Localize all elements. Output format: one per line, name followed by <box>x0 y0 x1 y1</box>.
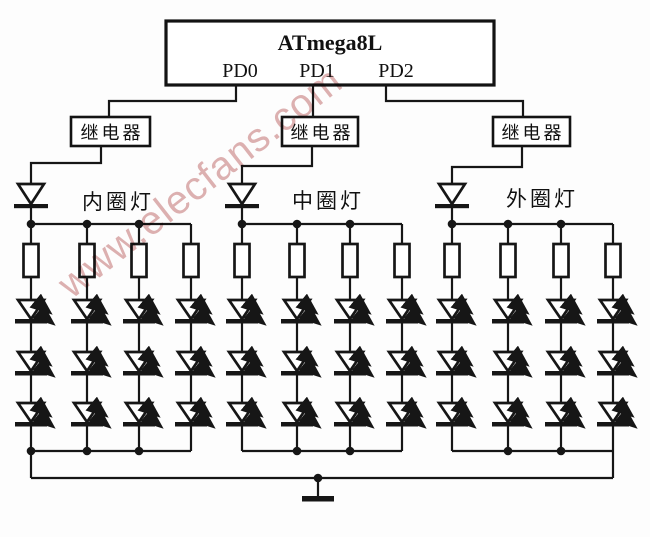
junction-dot <box>237 219 247 229</box>
led-emitting-icon <box>436 352 472 376</box>
diode-down-icon <box>433 182 471 210</box>
resistor-icon <box>499 242 517 279</box>
led-emitting-icon <box>226 300 262 324</box>
junction-dot <box>82 446 92 456</box>
led-emitting-icon <box>15 300 51 324</box>
led-emitting-icon <box>597 300 633 324</box>
diode-down-icon <box>12 182 50 210</box>
led-emitting-icon <box>545 352 581 376</box>
junction-dot <box>556 446 566 456</box>
resistor-icon <box>443 242 461 279</box>
led-emitting-icon <box>436 300 472 324</box>
junction-dot <box>134 219 144 229</box>
resistor-icon <box>288 242 306 279</box>
led-emitting-icon <box>123 352 159 376</box>
resistor-icon <box>341 242 359 279</box>
resistor-icon <box>182 242 200 279</box>
wire-network <box>29 85 615 497</box>
led-emitting-icon <box>281 300 317 324</box>
led-emitting-icon <box>545 300 581 324</box>
junction-dot <box>447 219 457 229</box>
junction-dot <box>345 219 355 229</box>
led-emitting-icon <box>436 403 472 427</box>
relay-label-2: 继电器 <box>291 123 354 143</box>
resistor-icon <box>78 242 96 279</box>
led-emitting-icon <box>71 403 107 427</box>
diode-down-icon <box>223 182 261 210</box>
pin-label-pd0: PD0 <box>222 60 258 82</box>
led-emitting-icon <box>123 300 159 324</box>
relay-box-2 <box>280 115 360 148</box>
led-emitting-icon <box>281 352 317 376</box>
junction-dot <box>292 219 302 229</box>
resistor-icon <box>604 242 622 279</box>
junction-dot <box>556 219 566 229</box>
led-emitting-icon <box>175 403 211 427</box>
junction-dot <box>313 473 323 483</box>
resistor-icon <box>130 242 148 279</box>
led-emitting-icon <box>71 352 107 376</box>
led-emitting-icon <box>175 352 211 376</box>
lamp-branches <box>12 182 633 483</box>
pin-label-pd2: PD2 <box>378 60 414 82</box>
led-emitting-icon <box>226 352 262 376</box>
resistor-icon <box>393 242 411 279</box>
led-emitting-icon <box>492 403 528 427</box>
led-emitting-icon <box>334 403 370 427</box>
junction-dot <box>26 446 36 456</box>
relay-label-3: 继电器 <box>502 123 565 143</box>
led-emitting-icon <box>71 300 107 324</box>
led-emitting-icon <box>123 403 159 427</box>
junction-dot <box>292 446 302 456</box>
led-emitting-icon <box>386 300 422 324</box>
resistor-icon <box>552 242 570 279</box>
junction-dot <box>503 219 513 229</box>
resistor-icon <box>22 242 40 279</box>
junction-dot <box>82 219 92 229</box>
led-emitting-icon <box>334 352 370 376</box>
relay-label-1: 继电器 <box>81 123 144 143</box>
led-emitting-icon <box>226 403 262 427</box>
led-emitting-icon <box>597 352 633 376</box>
junction-dot <box>26 219 36 229</box>
relay-box-3 <box>491 115 572 148</box>
mcu-title: ATmega8L <box>278 30 383 55</box>
group-label-outer: 外圈灯 <box>506 188 578 211</box>
mcu-box <box>164 19 496 87</box>
group-label-inner: 内圈灯 <box>82 191 154 214</box>
led-emitting-icon <box>492 300 528 324</box>
junction-dot <box>503 446 513 456</box>
group-label-middle: 中圈灯 <box>292 190 364 213</box>
junction-dot <box>134 446 144 456</box>
led-emitting-icon <box>15 403 51 427</box>
pin-label-pd1: PD1 <box>299 60 335 82</box>
led-emitting-icon <box>175 300 211 324</box>
junction-dot <box>345 446 355 456</box>
led-emitting-icon <box>492 352 528 376</box>
led-emitting-icon <box>545 403 581 427</box>
resistor-icon <box>233 242 251 279</box>
ground-icon <box>302 496 334 502</box>
led-emitting-icon <box>15 352 51 376</box>
led-emitting-icon <box>281 403 317 427</box>
led-emitting-icon <box>597 403 633 427</box>
led-emitting-icon <box>386 403 422 427</box>
led-emitting-icon <box>334 300 370 324</box>
relay-box-1 <box>69 115 152 148</box>
led-emitting-icon <box>386 352 422 376</box>
